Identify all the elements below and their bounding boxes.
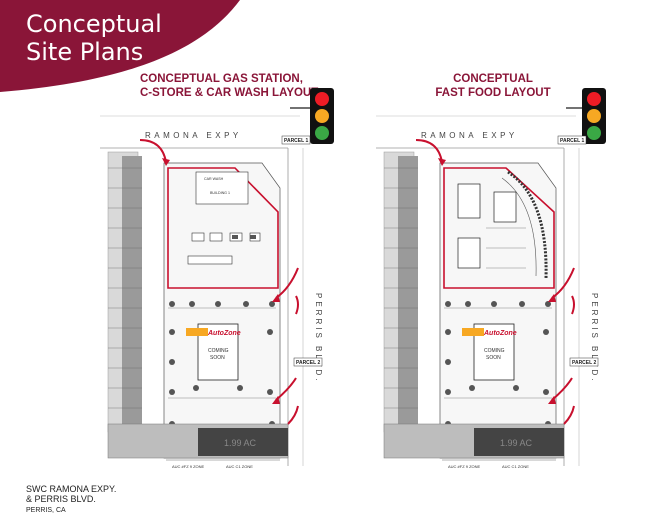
right-plan-title-line-1: CONCEPTUAL — [453, 73, 533, 85]
traffic-light-icon — [566, 88, 606, 144]
coming-soon-line-2: SOON — [210, 355, 225, 361]
parcel-1-label: PARCEL 1 — [284, 138, 308, 144]
ramona-expy-label: RAMONA EXPY — [145, 131, 242, 140]
acreage-label: 1.99 AC — [500, 438, 533, 448]
perris-blvd-label: PERRIS BLVD. — [314, 293, 323, 384]
parcel-2-label: PARCEL 2 — [572, 360, 596, 366]
site-address: SWC RAMONA EXPY. & PERRIS BLVD. PERRIS, … — [26, 484, 116, 516]
zone-1-label: AUC #FZ 9 ZONE — [448, 464, 481, 469]
page-title: Conceptual Site Plans — [26, 10, 226, 66]
traffic-light-icon — [290, 88, 334, 144]
zone-2-label: AUC C1 ZONE — [502, 464, 529, 469]
acreage-label: 1.99 AC — [224, 438, 257, 448]
zone-2-label: AUC C1 ZONE — [226, 464, 253, 469]
coming-soon-line-1: COMING — [484, 348, 505, 354]
address-city: PERRIS, CA — [26, 507, 66, 514]
right-plan-title-line-2: FAST FOOD LAYOUT — [435, 87, 551, 99]
fast-food-site-plan: RAMONA EXPY PERRIS BLVD. AutoZone COMING — [376, 88, 606, 469]
autozone-brand: AutoZone — [483, 330, 517, 337]
left-plan-title: CONCEPTUAL GAS STATION, C-STORE & CAR WA… — [140, 72, 319, 100]
coming-soon-line-2: SOON — [486, 355, 501, 361]
page-title-line-2: Site Plans — [26, 38, 144, 66]
left-plan-title-line-1: CONCEPTUAL GAS STATION, — [140, 73, 303, 85]
autozone-brand: AutoZone — [207, 330, 241, 337]
building-1-label: BUILDING 1 — [210, 191, 230, 195]
parcel-2-label: PARCEL 2 — [296, 360, 320, 366]
zone-1-label: AUC #FZ 9 ZONE — [172, 464, 205, 469]
parcel-1-label: PARCEL 1 — [560, 138, 584, 144]
address-line-2: & PERRIS BLVD. — [26, 494, 96, 504]
title-band — [0, 0, 240, 92]
address-line-1: SWC RAMONA EXPY. — [26, 484, 117, 494]
car-wash-label: CAR WASH — [204, 177, 224, 181]
left-plan-title-line-2: C-STORE & CAR WASH LAYOUT — [140, 87, 319, 99]
page-title-line-1: Conceptual — [26, 10, 162, 38]
right-plan-title: CONCEPTUAL FAST FOOD LAYOUT — [428, 72, 558, 100]
coming-soon-line-1: COMING — [208, 348, 229, 354]
ramona-expy-label: RAMONA EXPY — [421, 131, 518, 140]
perris-blvd-label: PERRIS BLVD. — [590, 293, 599, 384]
gas-station-site-plan: RAMONA EXPY PERRIS BLVD. CAR WASH BUILDI… — [100, 88, 334, 469]
